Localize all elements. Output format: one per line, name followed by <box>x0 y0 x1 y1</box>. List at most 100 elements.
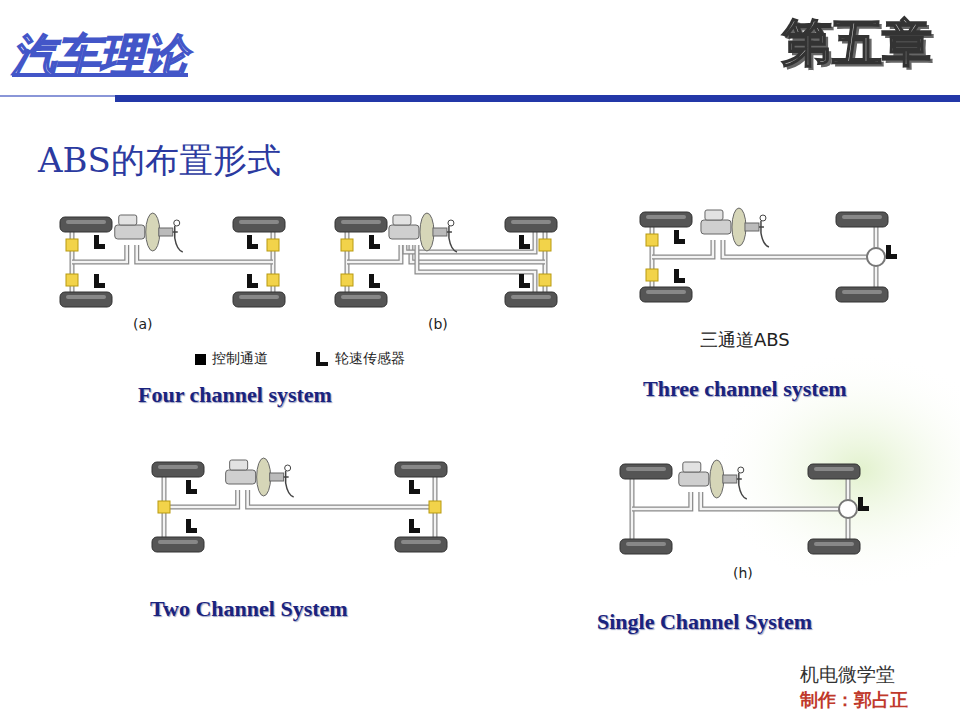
wheel-speed-sensor <box>409 519 420 533</box>
brake-booster <box>257 458 271 496</box>
control-channel <box>341 274 353 286</box>
control-channel <box>539 239 551 251</box>
tire-shine <box>401 465 441 469</box>
tire-shine <box>239 295 279 299</box>
pedal-wire <box>447 226 457 252</box>
watermark: 机电微学堂 <box>800 662 895 688</box>
tire <box>640 287 692 302</box>
tire <box>395 537 447 552</box>
brake-line <box>701 492 848 509</box>
tire-shine <box>646 215 686 219</box>
brake-line <box>723 240 876 257</box>
brake-line <box>164 490 238 507</box>
wheel-speed-sensor <box>519 274 530 288</box>
course-title: 汽车理论 <box>12 26 188 85</box>
master-cylinder <box>226 470 256 484</box>
master-cylinder <box>679 472 709 486</box>
legend-row: 控制通道 <box>195 350 268 368</box>
push-rod <box>270 473 284 481</box>
tire <box>60 292 112 307</box>
control-channel <box>429 501 441 513</box>
wheel-speed-sensor <box>369 235 380 249</box>
tire-shine <box>158 540 198 544</box>
tire-shine <box>842 290 882 294</box>
author-note: 制作：郭占正 <box>800 688 908 712</box>
legend-text: 轮速传感器 <box>335 350 405 368</box>
tire <box>152 537 204 552</box>
tire <box>395 462 447 477</box>
brake-line <box>248 490 435 507</box>
pedal-wire <box>173 226 183 252</box>
differential <box>867 248 885 266</box>
pedal <box>760 215 766 221</box>
caption: Three channel system <box>643 376 847 402</box>
reservoir <box>683 462 701 472</box>
pedal-wire <box>284 471 294 497</box>
header-bar <box>115 95 960 102</box>
tire-shine <box>814 467 854 471</box>
brake-booster <box>710 460 724 498</box>
wheel-speed-sensor <box>369 274 380 288</box>
caption: Single Channel System <box>597 609 812 635</box>
wheel-speed-sensor <box>247 274 258 288</box>
tire <box>620 539 672 554</box>
push-rod <box>745 223 759 231</box>
push-rod <box>433 228 447 236</box>
pedal <box>738 467 744 473</box>
pedal <box>285 465 291 471</box>
reservoir <box>230 460 248 470</box>
brake-line <box>417 245 535 292</box>
tire-shine <box>341 220 381 224</box>
tire <box>233 217 285 232</box>
wheel-speed-sensor <box>94 274 105 288</box>
tire <box>233 292 285 307</box>
wheel-speed-sensor <box>886 245 897 259</box>
brake-line <box>723 240 876 257</box>
tire <box>505 217 557 232</box>
tire <box>152 462 204 477</box>
wheel-speed-sensor <box>858 497 869 511</box>
legend-swatch <box>195 354 206 365</box>
control-channel <box>646 269 658 281</box>
legend-text: 控制通道 <box>212 350 268 368</box>
figure-label: 三通道ABS <box>700 328 790 352</box>
tire <box>505 292 557 307</box>
tire-shine <box>511 220 551 224</box>
master-cylinder <box>701 220 731 234</box>
pedal <box>174 220 180 226</box>
caption: Four channel system <box>138 382 332 408</box>
wheel-speed-sensor <box>409 480 420 494</box>
control-channel <box>158 501 170 513</box>
reservoir <box>705 210 723 220</box>
control-channel <box>341 239 353 251</box>
master-cylinder <box>115 225 145 239</box>
tire-shine <box>401 540 441 544</box>
header-line <box>0 95 115 97</box>
wheel-speed-sensor <box>186 519 197 533</box>
control-channel <box>267 274 279 286</box>
reservoir <box>119 215 137 225</box>
figure-label: (b) <box>428 316 448 332</box>
pedal-wire <box>759 221 769 247</box>
tire <box>60 217 112 232</box>
wheel-speed-sensor <box>519 235 530 249</box>
chapter-badge: 第五章 <box>782 10 932 77</box>
figure-label: (a) <box>133 316 153 332</box>
control-channel <box>66 274 78 286</box>
brake-booster <box>732 208 746 246</box>
brake-line <box>701 492 848 509</box>
tire <box>620 464 672 479</box>
brake-line <box>248 490 435 507</box>
tire-shine <box>239 220 279 224</box>
wheel-speed-sensor <box>247 235 258 249</box>
tire-shine <box>842 215 882 219</box>
reservoir <box>393 215 411 225</box>
brake-booster <box>420 213 434 251</box>
tire-shine <box>66 220 106 224</box>
brake-line <box>632 492 691 509</box>
control-channel <box>66 239 78 251</box>
wheel-speed-sensor <box>94 235 105 249</box>
figure-label: (h) <box>733 565 753 581</box>
legend-sensor-mark <box>316 352 328 366</box>
